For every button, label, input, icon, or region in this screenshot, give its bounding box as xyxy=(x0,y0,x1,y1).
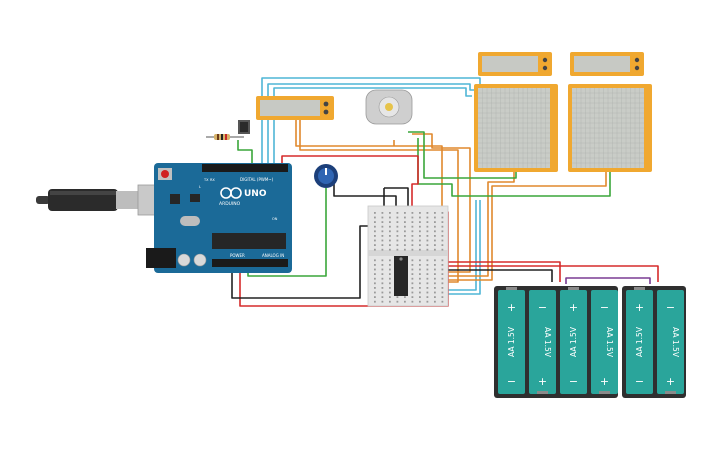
wire-red-4[interactable] xyxy=(448,265,659,282)
wire-orange-2[interactable] xyxy=(299,120,459,283)
resistor[interactable] xyxy=(214,134,230,140)
h-bridge-ic[interactable] xyxy=(394,256,408,296)
battery-cell xyxy=(591,290,618,394)
wire-black-1[interactable] xyxy=(231,225,370,299)
battery-cell xyxy=(626,290,653,394)
analog-label: ANALOG IN xyxy=(262,253,284,258)
battery-terminal-label: + xyxy=(507,301,516,314)
dc-jack[interactable] xyxy=(146,248,176,268)
lcd-display-top-2[interactable] xyxy=(570,52,644,76)
on-led-label: ON xyxy=(272,217,278,221)
lcd-display-top-1[interactable] xyxy=(478,52,552,76)
led-matrix-display-1[interactable] xyxy=(474,84,558,172)
wire-red-3[interactable] xyxy=(448,261,561,282)
battery-terminal-label: − xyxy=(666,301,675,314)
reset-button[interactable] xyxy=(161,170,169,178)
battery-terminal-label: + xyxy=(666,375,675,388)
tx-label: TX xyxy=(203,178,209,182)
battery-terminal-label: − xyxy=(635,375,644,388)
wire-cyan-5[interactable] xyxy=(448,200,477,291)
battery-terminal-label: − xyxy=(600,301,609,314)
motor-shaft-icon xyxy=(385,103,393,111)
battery-cell xyxy=(560,290,587,394)
digital-label: DIGITAL (PWM~) xyxy=(240,177,274,182)
wire-purple[interactable] xyxy=(565,277,651,284)
wire-black-4[interactable] xyxy=(448,269,553,282)
l-led-label: L xyxy=(199,185,201,189)
battery-label: AA 1.5V xyxy=(543,327,552,358)
atmega-chip xyxy=(212,233,286,249)
wire-red-1[interactable] xyxy=(281,155,419,212)
battery-terminal-label: − xyxy=(507,375,516,388)
uno-label: UNO xyxy=(244,189,267,199)
arduino-logo-icon xyxy=(220,187,242,199)
dc-motor[interactable] xyxy=(365,89,413,125)
arduino-uno-board[interactable]: UNO ARDUINO DIGITAL (PWM~) POWER ANALOG … xyxy=(146,163,292,273)
battery-cell xyxy=(529,290,556,394)
battery-cell xyxy=(498,290,525,394)
battery-terminal-label: − xyxy=(538,301,547,314)
battery-label: AA 1.5V xyxy=(605,327,614,358)
potentiometer[interactable] xyxy=(314,164,338,188)
wire-orange-5[interactable] xyxy=(448,172,607,281)
lcd-display-left[interactable] xyxy=(256,96,334,120)
battery-pack-2aa[interactable]: + − AA 1.5V − + AA 1.5V xyxy=(622,286,686,398)
power-header[interactable] xyxy=(212,259,288,267)
wire-green-3[interactable] xyxy=(408,131,517,179)
battery-terminal-label: + xyxy=(538,375,547,388)
breadboard-holes xyxy=(374,212,444,303)
wire-orange-3[interactable] xyxy=(412,133,471,273)
digital-header[interactable] xyxy=(202,164,288,172)
matrix-grid xyxy=(478,88,550,168)
usb-cable[interactable] xyxy=(36,184,175,216)
power-label: POWER xyxy=(230,253,245,258)
wire-cyan-4[interactable] xyxy=(448,200,481,295)
battery-terminal-label: + xyxy=(600,375,609,388)
rx-label: RX xyxy=(210,178,215,182)
battery-terminal-label: − xyxy=(569,375,578,388)
wire-black-2[interactable] xyxy=(333,178,397,212)
battery-terminal-label: + xyxy=(635,301,644,314)
matrix-grid xyxy=(572,88,644,168)
battery-pack-4aa[interactable]: + − AA 1.5V − + AA 1.5V + − AA 1.5V − + AA 1.5V xyxy=(494,286,618,398)
battery-terminal-label: + xyxy=(569,301,578,314)
battery-label: AA 1.5V xyxy=(671,327,680,358)
battery-cell xyxy=(657,290,684,394)
push-button[interactable] xyxy=(238,120,250,134)
wire-cyan-1[interactable] xyxy=(261,77,481,165)
arduino-brand-label: ARDUINO xyxy=(219,201,241,207)
battery-label: AA 1.5V xyxy=(635,326,644,357)
battery-label: AA 1.5V xyxy=(507,326,516,357)
wire-green-1[interactable] xyxy=(237,140,253,165)
battery-label: AA 1.5V xyxy=(569,326,578,357)
led-matrix-display-2[interactable] xyxy=(568,84,652,172)
